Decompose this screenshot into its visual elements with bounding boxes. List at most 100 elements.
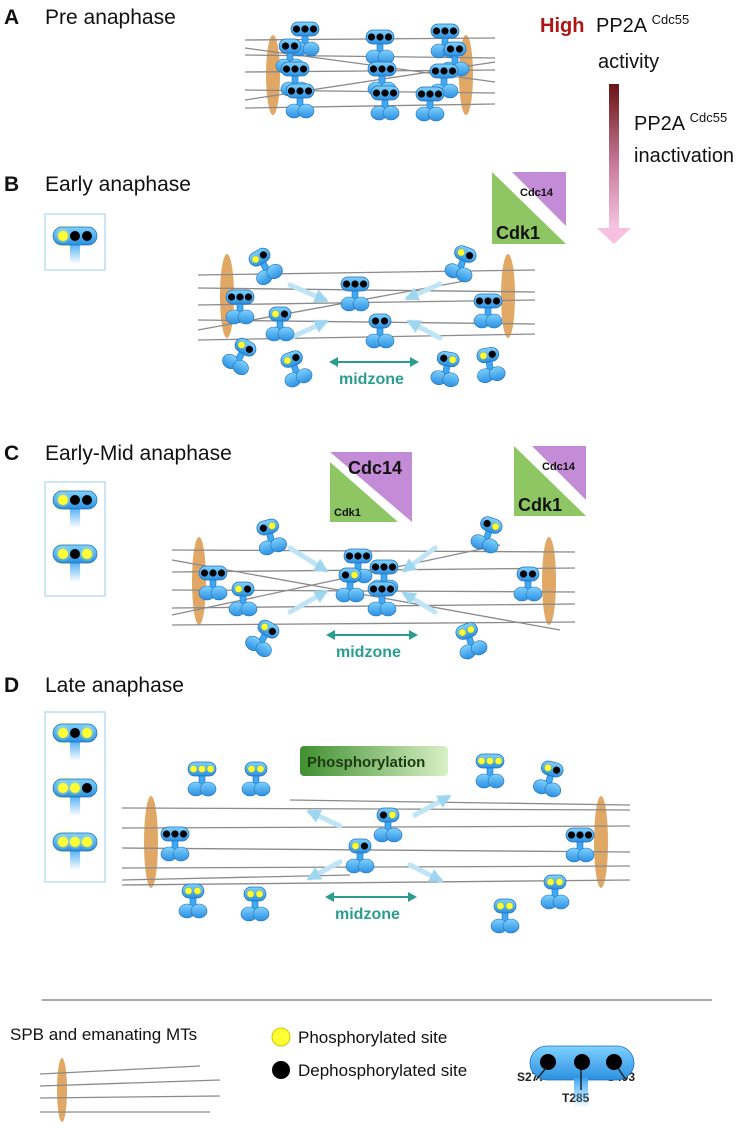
movement-arrows-layer	[287, 281, 452, 883]
phospho-site	[189, 765, 198, 773]
legend-site-dot	[540, 1054, 556, 1070]
midzone-label-d: midzone	[335, 906, 400, 923]
protein-tail-lobe	[240, 601, 258, 617]
cdk1-label-c: Cdk1	[334, 507, 361, 519]
movement-arrow-head	[404, 287, 420, 301]
dephospho-site	[528, 570, 537, 578]
protein-tail-lobe	[455, 267, 473, 283]
protein-head	[443, 41, 467, 57]
protein-tail-lobe	[377, 333, 395, 349]
phospho-site	[494, 757, 503, 765]
protein-tail-lobe	[210, 585, 228, 601]
protein-tail-lobe	[295, 368, 313, 384]
dephospho-site	[484, 297, 492, 305]
dephospho-site	[301, 25, 309, 33]
inset-protein	[51, 719, 98, 761]
inset-box-d	[44, 711, 106, 883]
protein-tail-lobe	[277, 326, 295, 342]
spb-b-right	[501, 254, 515, 338]
dephospho-site	[299, 65, 308, 73]
protein-tail-lobe	[441, 83, 459, 99]
site-pointer-s493	[617, 1067, 627, 1081]
protein-tail-lobe	[544, 782, 562, 798]
protein-tail-lobe	[237, 309, 255, 325]
midzone-label-c: midzone	[336, 644, 401, 661]
cdc55-superscript-2: Cdc55	[690, 110, 728, 125]
cdc14-label-c: Cdc14	[348, 458, 402, 478]
protein	[540, 874, 570, 910]
movement-arrow-head	[312, 319, 329, 333]
protein-head	[541, 760, 564, 778]
dephospho-site	[359, 280, 368, 288]
movement-arrow-head	[312, 590, 329, 604]
dephospho-site	[371, 317, 380, 325]
inset-protein	[51, 222, 98, 264]
dephospho-site	[244, 293, 253, 301]
protein-head	[480, 516, 503, 534]
microtubule	[121, 825, 631, 829]
dephospho-site	[280, 310, 289, 318]
inset-stem	[70, 242, 80, 264]
phosphorylation-banner: Phosphorylation	[300, 746, 448, 776]
protein-tail-lobe	[352, 296, 370, 312]
protein	[444, 245, 477, 283]
protein-tail-lobe	[552, 894, 570, 910]
dephospho-site	[179, 830, 188, 838]
protein	[533, 760, 564, 798]
phosphorylation-text: Phosphorylation	[307, 754, 425, 771]
protein-head	[476, 346, 500, 364]
protein-tail-lobe	[442, 372, 459, 388]
panel-b-letter: B	[4, 173, 19, 196]
protein	[565, 827, 595, 863]
dephospho-site	[236, 293, 244, 301]
protein-tail-lobe	[470, 640, 488, 656]
protein	[225, 289, 255, 325]
pp2a-inactivation-label: PP2A Cdc55	[634, 110, 727, 135]
inactivation-label: inactivation	[634, 145, 734, 167]
protein	[430, 350, 460, 388]
dephospho-site	[227, 293, 236, 301]
panel-a-title: Pre anaphase	[45, 6, 176, 29]
protein-head	[454, 245, 477, 263]
protein-tail-lobe	[379, 601, 397, 617]
phospho-site	[479, 352, 487, 360]
dephospho-site	[465, 251, 474, 260]
movement-arrow-head	[401, 591, 418, 606]
movement-arrow-head	[435, 795, 452, 808]
dephospho-site	[70, 231, 80, 241]
microtubule	[121, 865, 631, 869]
protein-tail-lobe	[297, 103, 315, 119]
inset-stem	[70, 794, 80, 816]
movement-arrow-head	[306, 867, 323, 880]
phospho-site	[268, 522, 276, 530]
dephospho-site	[162, 830, 171, 838]
protein	[490, 898, 520, 934]
protein-tail-lobe	[487, 773, 505, 789]
phospho-site	[457, 248, 465, 257]
protein-tail-lobe	[488, 366, 506, 382]
inset-protein	[51, 486, 98, 528]
phospho-site	[58, 231, 68, 241]
inset-protein-layer	[51, 222, 98, 870]
protein	[241, 761, 271, 797]
inset-stem	[70, 560, 80, 582]
midzone-c: midzone	[326, 630, 418, 661]
dephospho-site	[342, 280, 351, 288]
dephospho-site	[82, 231, 92, 241]
panel-c-letter: C	[4, 442, 19, 465]
microtubule	[121, 807, 631, 811]
dephospho-site	[296, 87, 304, 95]
phospho-site	[58, 783, 68, 793]
dephospho-site	[455, 45, 464, 53]
protein-tail-lobe	[190, 903, 208, 919]
dephospho-site	[378, 585, 386, 593]
dephospho-site	[434, 90, 443, 98]
phospho-site	[70, 783, 80, 793]
protein	[365, 29, 395, 65]
protein-head	[376, 807, 400, 823]
phospho-site	[351, 842, 360, 850]
midzone-label-b: midzone	[339, 371, 404, 388]
protein-head	[348, 838, 372, 854]
dephospho-site	[386, 585, 395, 593]
